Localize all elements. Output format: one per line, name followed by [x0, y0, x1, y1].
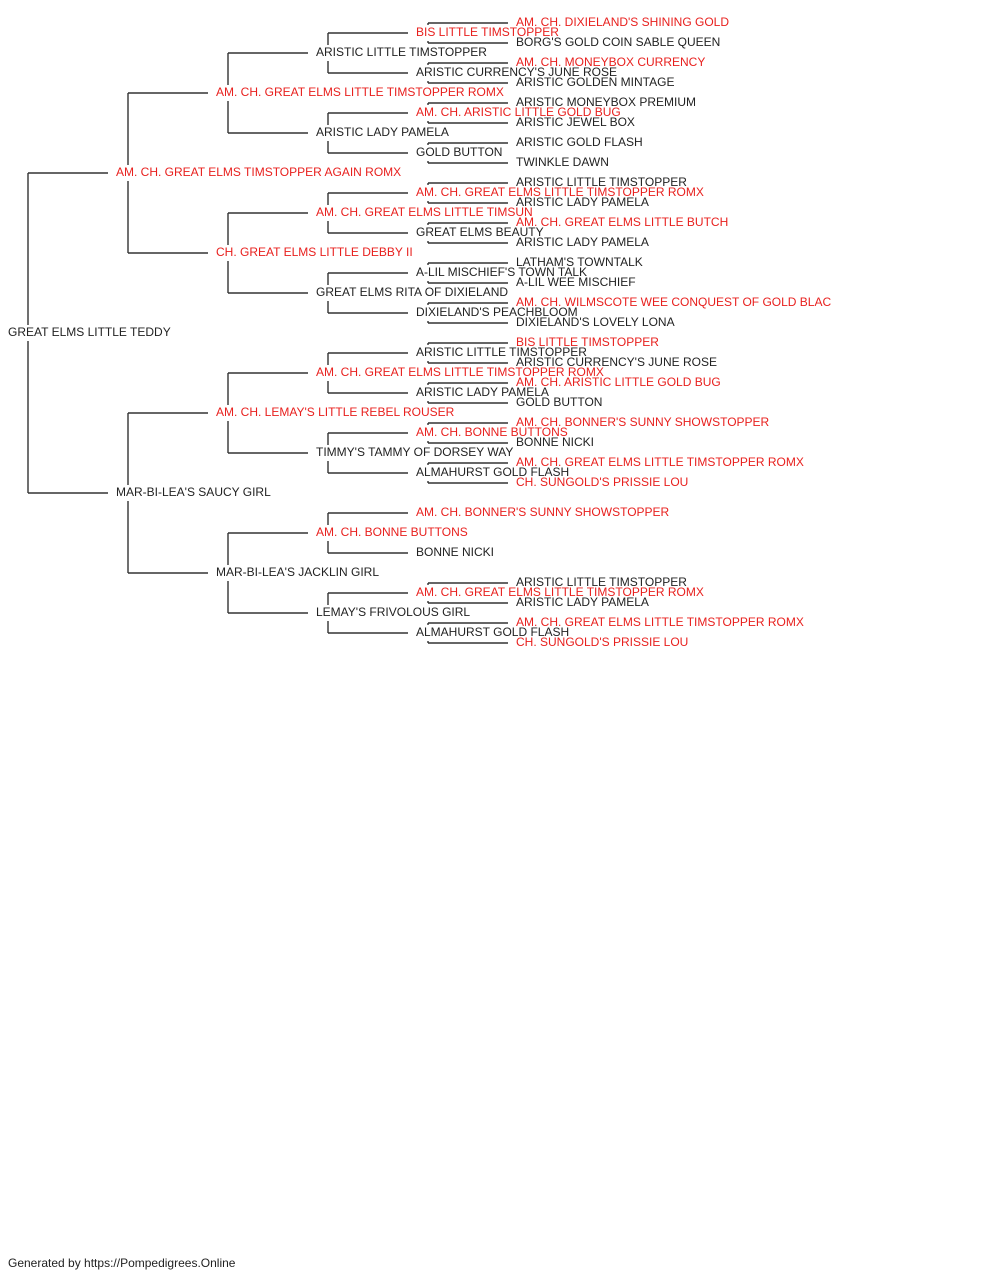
dog-name: CH. SUNGOLD'S PRISSIE LOU [516, 475, 688, 489]
dog-name: BONNE NICKI [516, 435, 594, 449]
dog-name: ARISTIC LITTLE TIMSTOPPER [316, 45, 487, 59]
dog-name: AM. CH. GREAT ELMS LITTLE TIMSTOPPER ROM… [316, 365, 604, 379]
dog-name: GOLD BUTTON [416, 145, 502, 159]
dog-name: ARISTIC LITTLE TIMSTOPPER [516, 575, 687, 589]
dog-name: LATHAM'S TOWNTALK [516, 255, 643, 269]
dog-name: BONNE NICKI [416, 545, 494, 559]
dog-name: CH. SUNGOLD'S PRISSIE LOU [516, 635, 688, 649]
dog-name: AM. CH. GREAT ELMS TIMSTOPPER AGAIN ROMX [116, 165, 401, 179]
dog-name: AM. CH. WILMSCOTE WEE CONQUEST OF GOLD B… [516, 295, 831, 309]
dog-name: A-LIL MISCHIEF'S TOWN TALK [416, 265, 587, 279]
dog-name: AM. CH. LEMAY'S LITTLE REBEL ROUSER [216, 405, 455, 419]
dog-name: ALMAHURST GOLD FLASH [416, 625, 569, 639]
dog-name: ARISTIC LADY PAMELA [516, 195, 649, 209]
dog-name: ARISTIC GOLDEN MINTAGE [516, 75, 674, 89]
dog-name: ARISTIC JEWEL BOX [516, 115, 635, 129]
footer-credit: Generated by https://Pompedigrees.Online [8, 1256, 236, 1270]
dog-name: GREAT ELMS LITTLE TEDDY [8, 325, 171, 339]
dog-name: MAR-BI-LEA'S SAUCY GIRL [116, 485, 271, 499]
dog-name: ALMAHURST GOLD FLASH [416, 465, 569, 479]
dog-name: A-LIL WEE MISCHIEF [516, 275, 636, 289]
dog-name: AM. CH. BONNE BUTTONS [316, 525, 468, 539]
dog-name: ARISTIC LADY PAMELA [316, 125, 449, 139]
dog-name: AM. CH. GREAT ELMS LITTLE TIMSTOPPER ROM… [516, 615, 804, 629]
dog-name: DIXIELAND'S PEACHBLOOM [416, 305, 578, 319]
dog-name: AM. CH. DIXIELAND'S SHINING GOLD [516, 15, 729, 29]
dog-name: DIXIELAND'S LOVELY LONA [516, 315, 675, 329]
dog-name: ARISTIC CURRENCY'S JUNE ROSE [416, 65, 617, 79]
dog-name: MAR-BI-LEA'S JACKLIN GIRL [216, 565, 379, 579]
dog-name: ARISTIC LADY PAMELA [516, 235, 649, 249]
dog-name: AM. CH. BONNER'S SUNNY SHOWSTOPPER [516, 415, 770, 429]
dog-name: AM. CH. GREAT ELMS LITTLE TIMSTOPPER ROM… [216, 85, 504, 99]
dog-name: AM. CH. ARISTIC LITTLE GOLD BUG [516, 375, 721, 389]
dog-name: BORG'S GOLD COIN SABLE QUEEN [516, 35, 720, 49]
dog-name: AM. CH. GREAT ELMS LITTLE TIMSUN [316, 205, 533, 219]
dog-name: AM. CH. GREAT ELMS LITTLE BUTCH [516, 215, 728, 229]
dog-name: AM. CH. BONNER'S SUNNY SHOWSTOPPER [416, 505, 670, 519]
dog-name: AM. CH. GREAT ELMS LITTLE TIMSTOPPER ROM… [416, 185, 704, 199]
dog-name: AM. CH. BONNE BUTTONS [416, 425, 568, 439]
dog-name: BIS LITTLE TIMSTOPPER [416, 25, 559, 39]
dog-name: GREAT ELMS BEAUTY [416, 225, 544, 239]
dog-name: LEMAY'S FRIVOLOUS GIRL [316, 605, 470, 619]
dog-name: AM. CH. GREAT ELMS LITTLE TIMSTOPPER ROM… [416, 585, 704, 599]
dog-name: ARISTIC CURRENCY'S JUNE ROSE [516, 355, 717, 369]
dog-name: ARISTIC LITTLE TIMSTOPPER [416, 345, 587, 359]
dog-name: ARISTIC LADY PAMELA [516, 595, 649, 609]
dog-name: ARISTIC GOLD FLASH [516, 135, 643, 149]
dog-name: GOLD BUTTON [516, 395, 602, 409]
dog-name: AM. CH. MONEYBOX CURRENCY [516, 55, 705, 69]
dog-name: CH. GREAT ELMS LITTLE DEBBY II [216, 245, 413, 259]
dog-name: BIS LITTLE TIMSTOPPER [516, 335, 659, 349]
dog-name: TIMMY'S TAMMY OF DORSEY WAY [316, 445, 513, 459]
dog-name: ARISTIC MONEYBOX PREMIUM [516, 95, 696, 109]
dog-name: ARISTIC LADY PAMELA [416, 385, 549, 399]
dog-name: GREAT ELMS RITA OF DIXIELAND [316, 285, 508, 299]
dog-name: TWINKLE DAWN [516, 155, 609, 169]
dog-name: AM. CH. ARISTIC LITTLE GOLD BUG [416, 105, 621, 119]
dog-name: AM. CH. GREAT ELMS LITTLE TIMSTOPPER ROM… [516, 455, 804, 469]
dog-name: ARISTIC LITTLE TIMSTOPPER [516, 175, 687, 189]
